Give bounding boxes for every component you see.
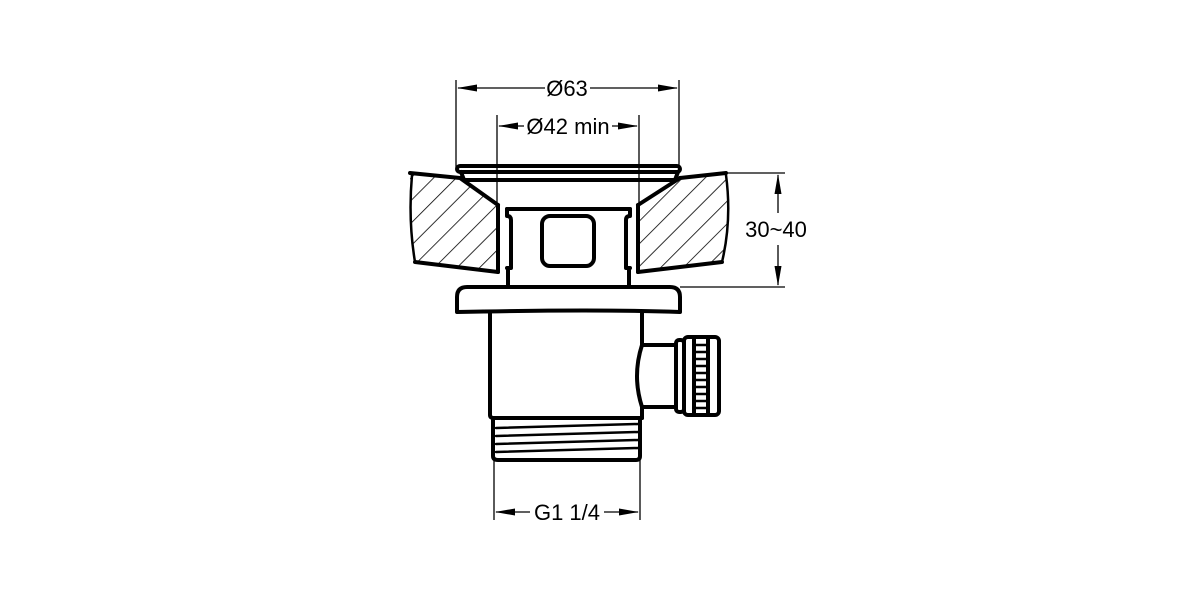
- hole-diameter-label: Ø42 min: [526, 114, 609, 139]
- dimension-hole-diameter: Ø42 min: [496, 114, 640, 272]
- outer-diameter-label: Ø63: [546, 76, 588, 101]
- waste-flange: [455, 164, 682, 182]
- knurling: [692, 343, 710, 410]
- waste-body-lower: [488, 310, 644, 420]
- dimension-thread-size: G1 1/4: [493, 460, 641, 525]
- dimension-outer-diameter: Ø63: [455, 76, 680, 168]
- threaded-tail: [491, 418, 642, 462]
- dimension-countertop-thickness: 30~40: [726, 172, 807, 286]
- waste-body-upper: [505, 207, 632, 288]
- thickness-label: 30~40: [745, 217, 807, 242]
- thread-size-label: G1 1/4: [534, 500, 600, 525]
- overflow-connector: [635, 335, 721, 417]
- overflow-slot: [540, 214, 596, 268]
- countertop-right-section: [636, 171, 730, 274]
- countertop-left-section: [408, 171, 500, 274]
- lock-nut: [455, 285, 785, 314]
